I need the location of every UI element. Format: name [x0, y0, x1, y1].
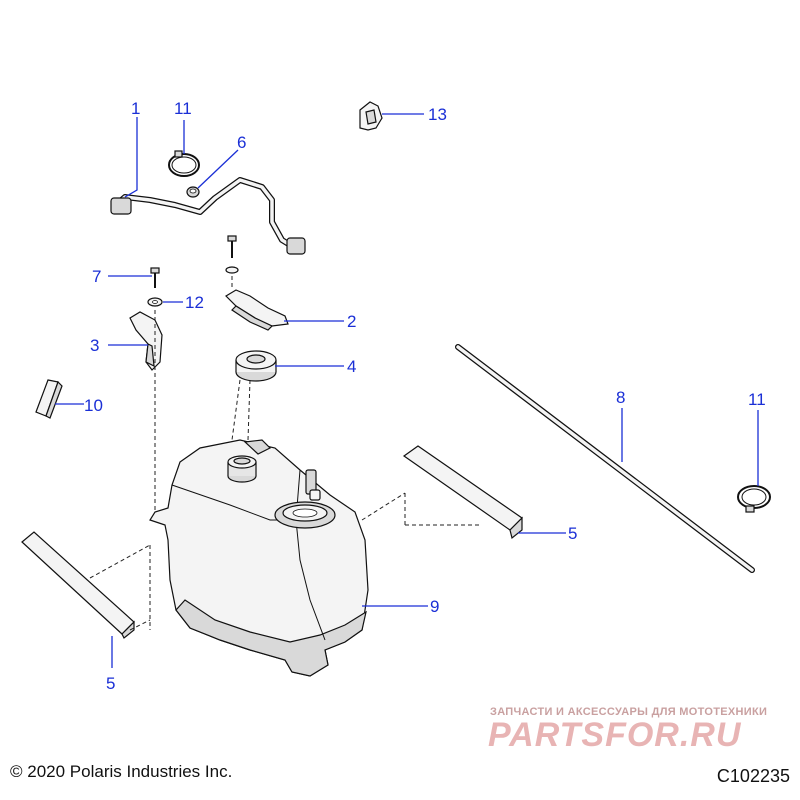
part-fuel-line-hose: [110, 177, 306, 255]
callout-label: 11: [174, 99, 192, 118]
part-bolt-right: [225, 235, 239, 274]
callout-label: 5: [106, 674, 115, 693]
part-hose-clamp-upper: [168, 150, 200, 177]
assembly-guide-lines: [89, 276, 480, 631]
diagram-id: C102235: [716, 766, 790, 786]
callout-label: 8: [616, 388, 625, 407]
part-hose-clamp-right: [737, 485, 771, 513]
callout-label: 4: [347, 357, 356, 376]
callout-label: 3: [90, 336, 99, 355]
part-bolt-7: [150, 267, 160, 288]
callout-label: 9: [430, 597, 439, 616]
callout-label: 12: [185, 293, 204, 312]
callout-leader-lines: [55, 113, 759, 668]
part-foam-pad-left: [21, 531, 135, 639]
part-grommet: [186, 186, 200, 198]
part-washer-12: [147, 297, 163, 307]
part-long-rod: [455, 344, 755, 573]
callout-label: 6: [237, 133, 246, 152]
callout-labels: 1 11 6 13 7 12 2 3 4 10 8 11 5 9 5: [84, 99, 766, 693]
part-fuel-cap: [235, 350, 277, 382]
part-bracket-left: [129, 311, 163, 371]
watermark-tagline: ЗАПЧАСТИ И АКСЕССУАРЫ ДЛЯ МОТОТЕХНИКИ: [490, 706, 768, 718]
callout-label: 7: [92, 267, 101, 286]
copyright-text: © 2020 Polaris Industries Inc.: [10, 762, 233, 781]
part-bracket-right: [225, 289, 289, 331]
callout-label: 1: [131, 99, 140, 118]
callout-label: 5: [568, 524, 577, 543]
part-clip: [359, 101, 383, 131]
callout-label: 11: [748, 390, 766, 409]
part-pad-small: [35, 379, 63, 419]
callout-label: 2: [347, 312, 356, 331]
watermark-brand: PARTSFOR.RU: [488, 716, 742, 754]
callout-label: 10: [84, 396, 103, 415]
part-foam-pad-right: [402, 445, 523, 540]
callout-label: 13: [428, 105, 447, 124]
part-fuel-tank: [149, 439, 369, 677]
